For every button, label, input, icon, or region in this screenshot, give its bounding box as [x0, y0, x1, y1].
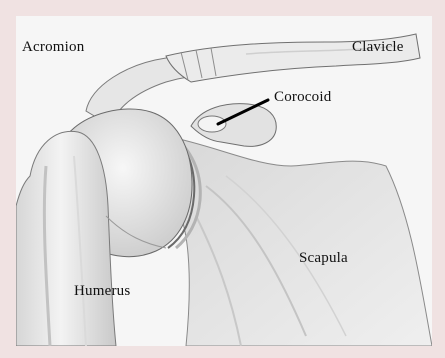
label-clavicle: Clavicle [352, 39, 404, 56]
shoulder-anatomy-illustration: Acromion Clavicle Corocoid Scapula Humer… [16, 16, 432, 346]
label-scapula: Scapula [299, 250, 348, 267]
scapula-shape [166, 136, 432, 346]
label-corocoid: Corocoid [274, 89, 331, 106]
label-humerus: Humerus [74, 283, 130, 300]
label-acromion: Acromion [22, 39, 84, 56]
humerus-shape [16, 131, 116, 346]
